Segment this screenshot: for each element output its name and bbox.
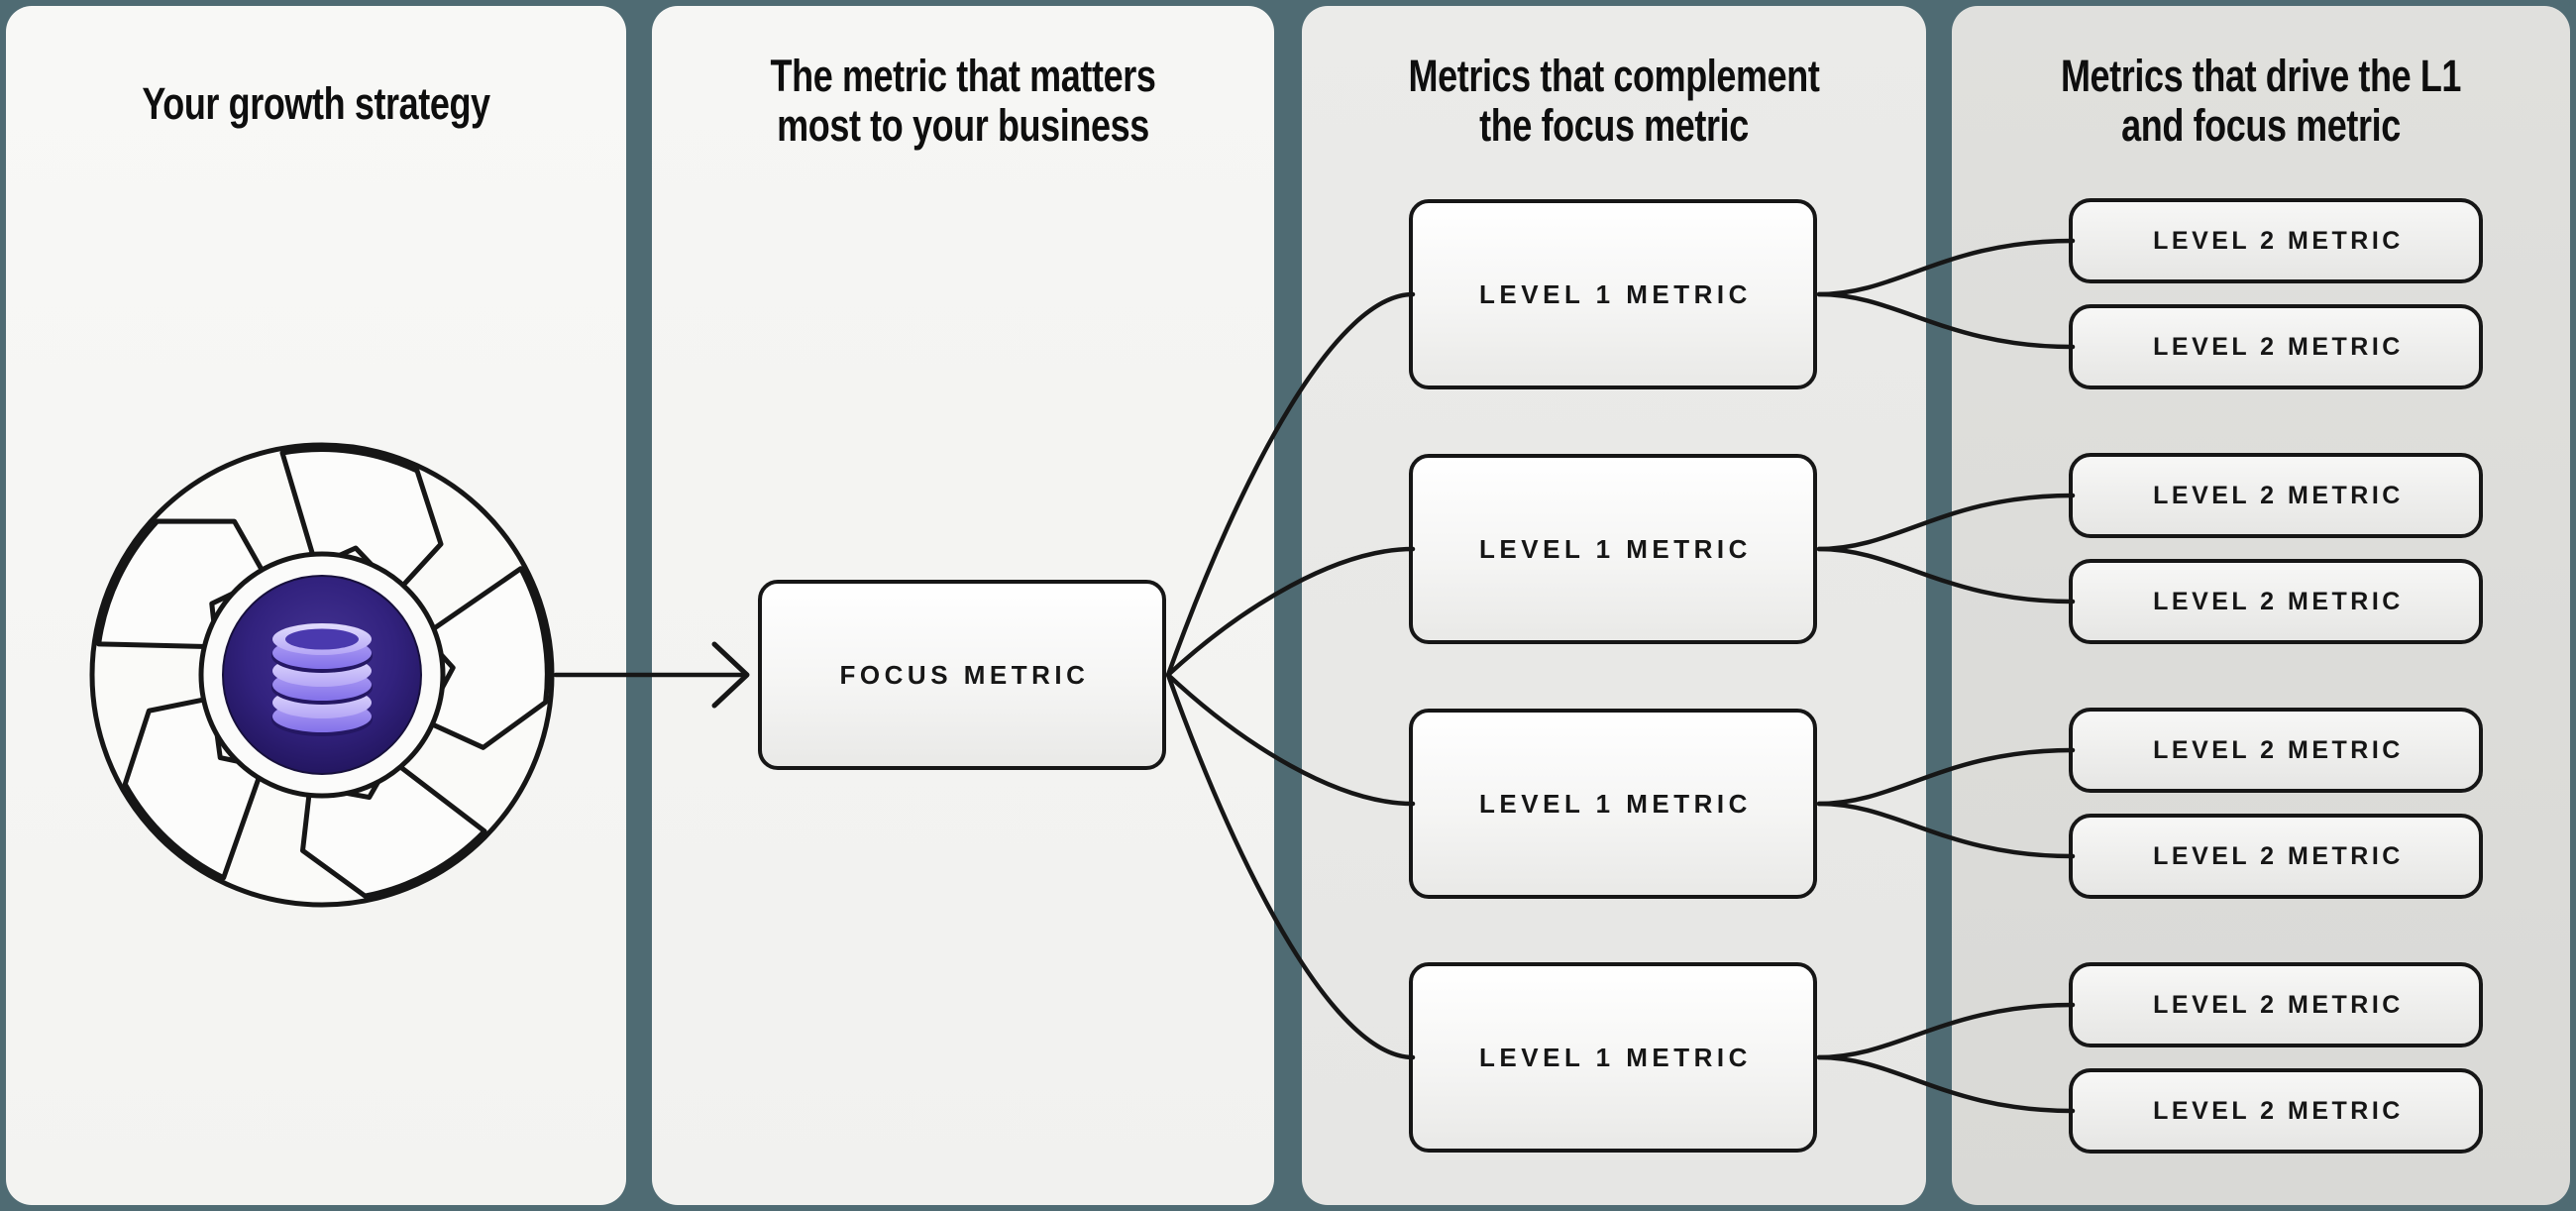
level1-metric-node: LEVEL 1 METRIC bbox=[1409, 962, 1817, 1153]
level2-metric-label: LEVEL 2 METRIC bbox=[2153, 587, 2404, 615]
level1-metric-node: LEVEL 1 METRIC bbox=[1409, 709, 1817, 899]
level1-metric-node: LEVEL 1 METRIC bbox=[1409, 454, 1817, 644]
level2-metric-label: LEVEL 2 METRIC bbox=[2153, 481, 2404, 509]
level2-metric-label: LEVEL 2 METRIC bbox=[2153, 841, 2404, 870]
level2-metric-node: LEVEL 2 METRIC bbox=[2069, 814, 2483, 899]
database-opening bbox=[285, 628, 359, 650]
level2-metric-label: LEVEL 2 METRIC bbox=[2153, 332, 2404, 361]
panel-title-level2-metrics: Metrics that drive the L1 and focus metr… bbox=[2060, 51, 2462, 151]
level2-metric-node: LEVEL 2 METRIC bbox=[2069, 453, 2483, 538]
panel-growth-strategy: Your growth strategy bbox=[6, 6, 626, 1205]
focus-metric-node: FOCUS METRIC bbox=[758, 580, 1166, 770]
level2-metric-node: LEVEL 2 METRIC bbox=[2069, 708, 2483, 793]
panel-level2-metrics: Metrics that drive the L1 and focus metr… bbox=[1952, 6, 2570, 1205]
panel-title-focus-metric: The metric that matters most to your bus… bbox=[770, 51, 1156, 151]
panel-level1-metrics: Metrics that complement the focus metric… bbox=[1302, 6, 1926, 1205]
level2-metric-label: LEVEL 2 METRIC bbox=[2153, 735, 2404, 764]
level2-metric-label: LEVEL 2 METRIC bbox=[2153, 1096, 2404, 1125]
level2-metric-node: LEVEL 2 METRIC bbox=[2069, 1068, 2483, 1154]
panel-title-level1-metrics: Metrics that complement the focus metric bbox=[1408, 51, 1820, 151]
level2-metric-node: LEVEL 2 METRIC bbox=[2069, 559, 2483, 644]
panel-title-growth-strategy: Your growth strategy bbox=[142, 78, 490, 129]
level2-metric-label: LEVEL 2 METRIC bbox=[2153, 226, 2404, 255]
level1-metric-label: LEVEL 1 METRIC bbox=[1479, 278, 1752, 309]
database-icon bbox=[271, 623, 373, 736]
level2-metric-node: LEVEL 2 METRIC bbox=[2069, 304, 2483, 389]
panel-focus-metric: The metric that matters most to your bus… bbox=[652, 6, 1274, 1205]
level1-metric-label: LEVEL 1 METRIC bbox=[1479, 1042, 1752, 1072]
level2-metric-node: LEVEL 2 METRIC bbox=[2069, 962, 2483, 1047]
level2-metric-node: LEVEL 2 METRIC bbox=[2069, 198, 2483, 283]
level1-metric-label: LEVEL 1 METRIC bbox=[1479, 533, 1752, 564]
level1-metric-node: LEVEL 1 METRIC bbox=[1409, 199, 1817, 389]
level1-metric-label: LEVEL 1 METRIC bbox=[1479, 788, 1752, 819]
level2-metric-label: LEVEL 2 METRIC bbox=[2153, 990, 2404, 1019]
focus-metric-label: FOCUS METRIC bbox=[839, 659, 1090, 690]
growth-loop-shutter-icon bbox=[89, 442, 555, 908]
